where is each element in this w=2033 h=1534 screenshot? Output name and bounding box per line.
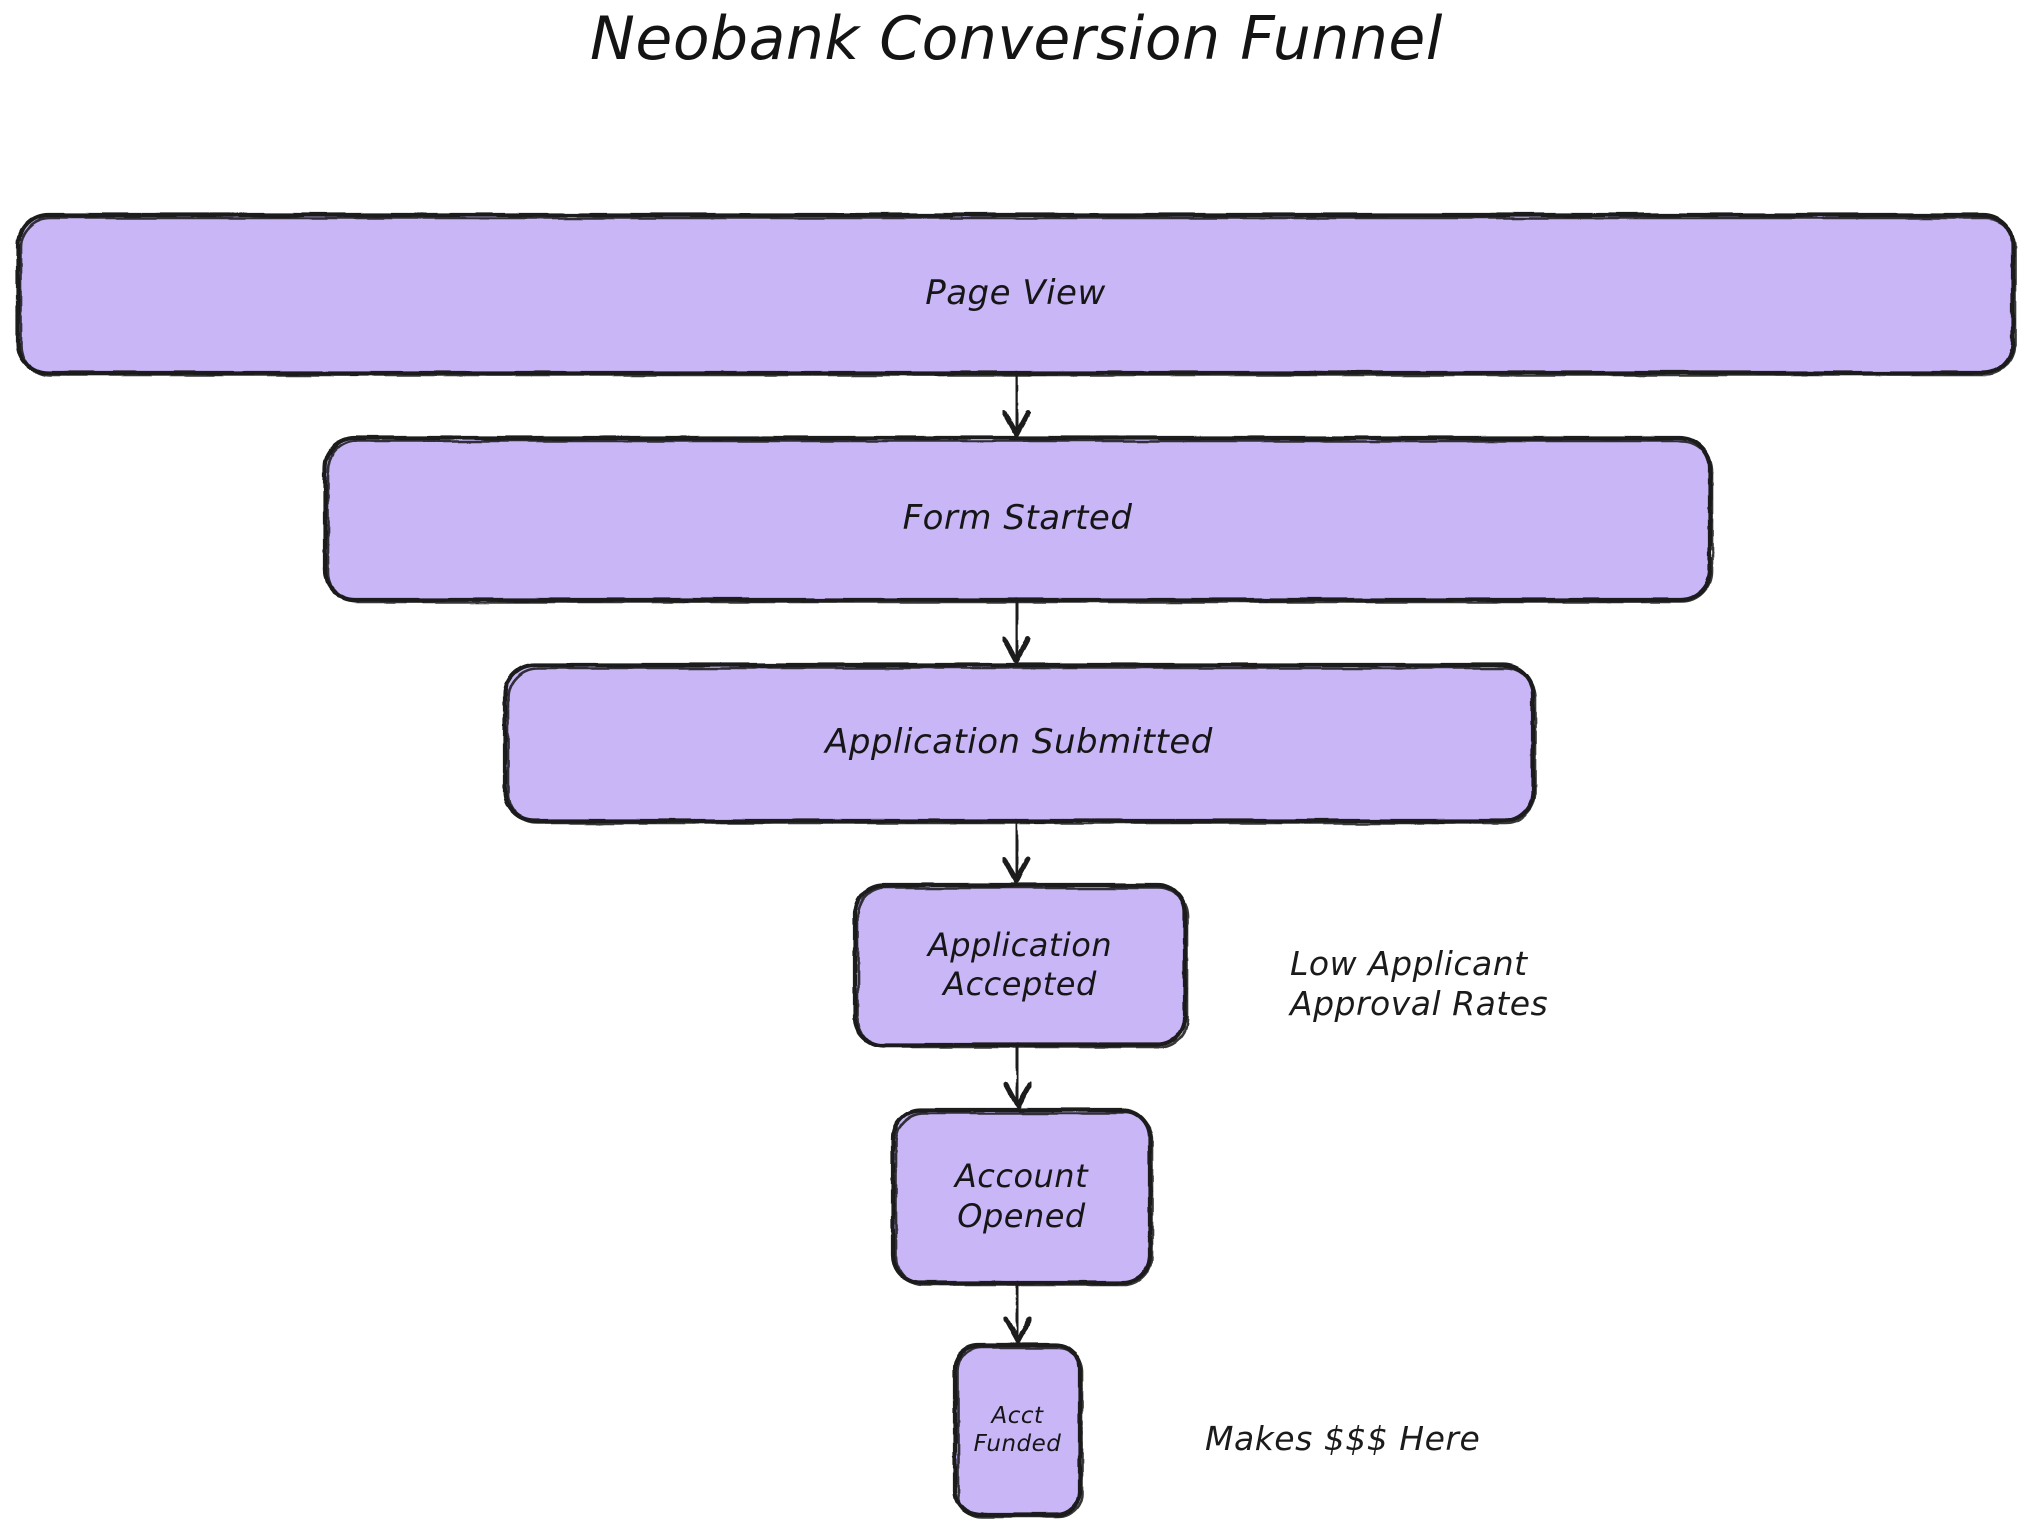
funnel-node-label: Page View — [925, 273, 1106, 314]
page-title: Neobank Conversion Funnel — [590, 4, 1443, 74]
annotation-low-approval-rates: Low Applicant Approval Rates — [1290, 944, 1549, 1024]
funnel-node-acct-funded[interactable]: Acct Funded — [955, 1345, 1080, 1515]
funnel-node-label: Application Submitted — [825, 722, 1213, 763]
funnel-node-form-started[interactable]: Form Started — [325, 438, 1710, 600]
annotation-makes-money-here: Makes $$$ Here — [1205, 1419, 1481, 1458]
funnel-node-account-opened[interactable]: Account Opened — [893, 1110, 1150, 1283]
funnel-node-label: Account Opened — [954, 1157, 1089, 1235]
funnel-node-label: Form Started — [902, 498, 1133, 539]
funnel-node-page-view[interactable]: Page View — [18, 215, 2013, 373]
funnel-node-application-accepted[interactable]: Application Accepted — [855, 885, 1185, 1045]
node-fills — [18, 215, 2013, 1515]
funnel-node-label: Application Accepted — [927, 925, 1113, 1003]
funnel-node-label: Acct Funded — [973, 1402, 1062, 1457]
funnel-node-application-submitted[interactable]: Application Submitted — [505, 665, 1533, 821]
